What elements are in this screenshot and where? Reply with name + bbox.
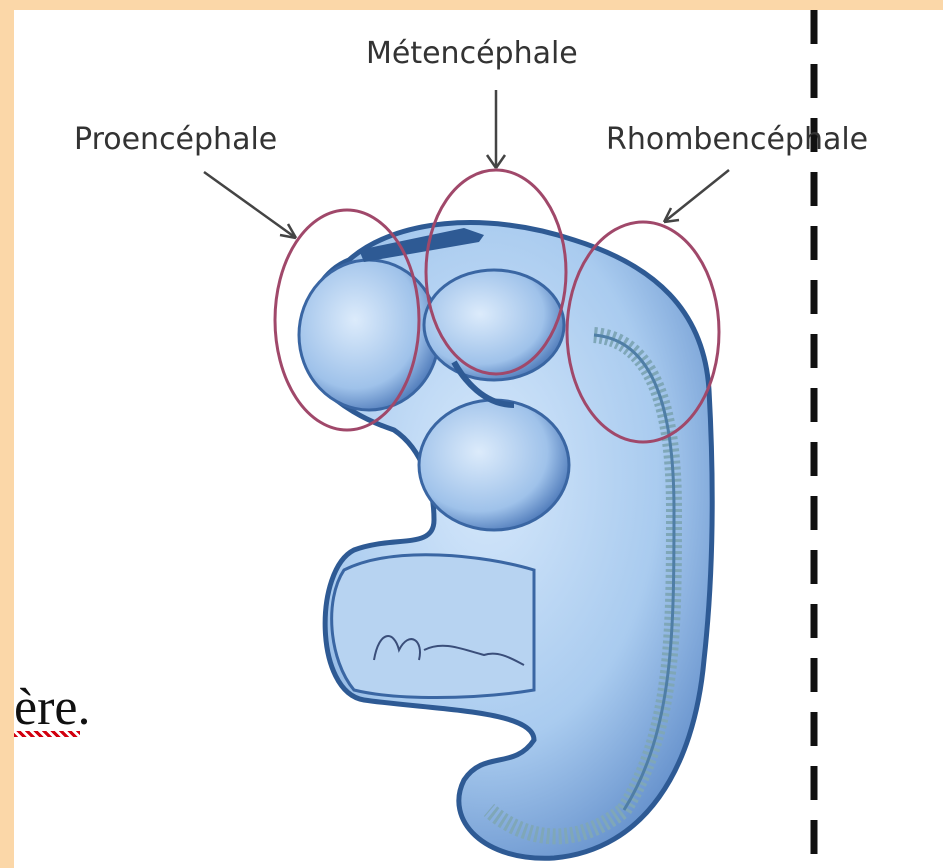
- label-metencephale: Métencéphale: [366, 36, 578, 71]
- label-rhombencephale: Rhombencéphale: [606, 122, 868, 157]
- midbrain-bulge: [424, 270, 564, 380]
- limb-bud: [332, 555, 534, 698]
- arrow-metencephale: [487, 90, 505, 168]
- arrow-rhombencephale: [664, 170, 729, 222]
- label-proencephale: Proencéphale: [74, 122, 277, 157]
- text-fragment: ère.: [14, 678, 90, 737]
- arrow-proencephale: [204, 172, 296, 238]
- lower-head-bulge: [419, 400, 569, 530]
- text-fragment-value: ère.: [14, 679, 90, 736]
